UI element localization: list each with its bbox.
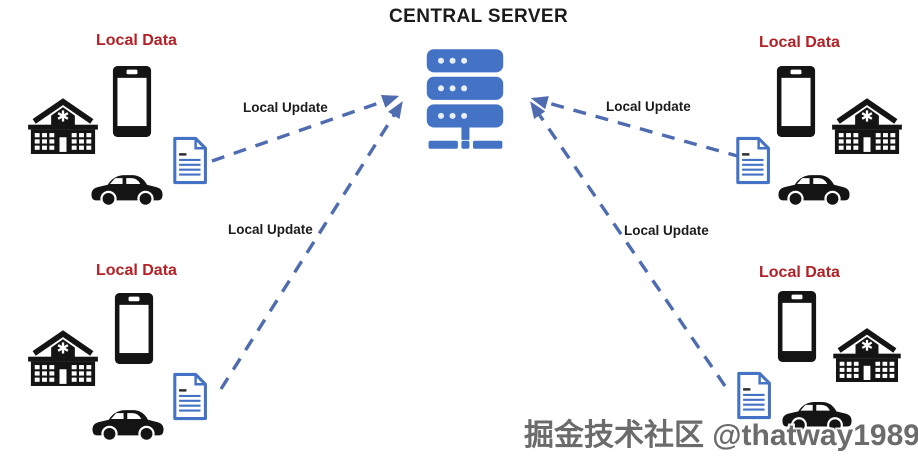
edge-label-bottom-right: Local Update	[624, 223, 709, 238]
local-data-label: Local Data	[759, 34, 840, 51]
arrow-top-right-to-server	[530, 96, 742, 159]
edge-label-top-left: Local Update	[243, 100, 328, 115]
hospital-icon	[832, 94, 902, 154]
local-data-label: Local Data	[759, 264, 840, 281]
edge-label-bottom-left: Local Update	[228, 222, 313, 237]
arrow-bottom-right-to-server	[530, 101, 727, 387]
hospital-icon	[28, 326, 98, 386]
smartphone-icon	[776, 64, 816, 139]
watermark-text: 掘金技术社区 @thatway1989	[523, 419, 918, 452]
document-icon	[171, 136, 208, 185]
arrow-bottom-left-to-server	[219, 101, 403, 390]
central-server-title: CENTRAL SERVER	[389, 6, 569, 27]
local-data-label: Local Data	[96, 32, 177, 49]
document-icon	[734, 136, 771, 185]
arrow-top-left-to-server	[211, 95, 400, 163]
smartphone-icon	[777, 289, 817, 364]
car-icon	[777, 169, 851, 208]
hospital-icon	[833, 324, 901, 382]
smartphone-icon	[114, 291, 154, 366]
edge-label-top-right: Local Update	[606, 99, 691, 114]
smartphone-icon	[112, 64, 152, 139]
local-data-label: Local Data	[96, 262, 177, 279]
document-icon	[171, 372, 208, 421]
server-icon	[425, 49, 505, 149]
hospital-icon	[28, 94, 98, 154]
car-icon	[90, 169, 164, 208]
car-icon	[91, 404, 165, 443]
